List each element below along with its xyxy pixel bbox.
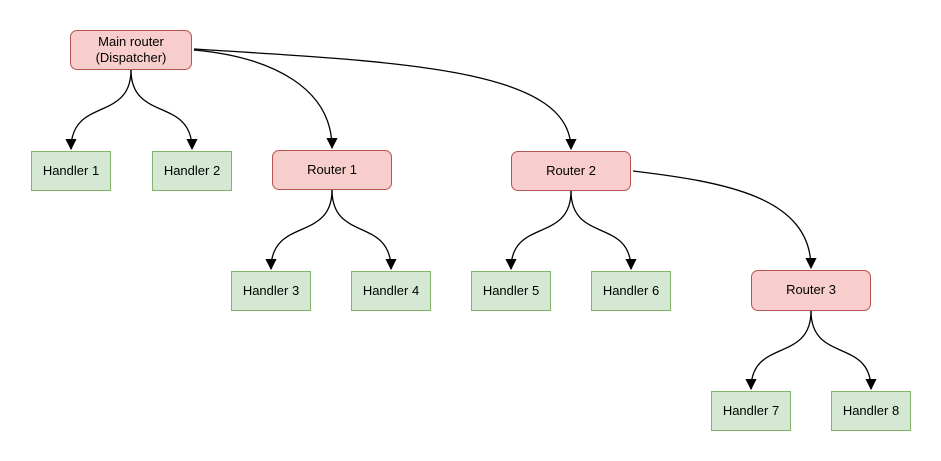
node-main-router[interactable]: Main router (Dispatcher) — [70, 30, 192, 70]
edge-router-1-to-handler-4[interactable] — [331, 189, 397, 271]
node-label: Handler 5 — [482, 282, 540, 298]
node-handler-7[interactable]: Handler 7 — [711, 391, 791, 431]
node-handler-2[interactable]: Handler 2 — [152, 151, 232, 191]
node-handler-1[interactable]: Handler 1 — [31, 151, 111, 191]
node-label: Handler 3 — [242, 282, 300, 298]
edge-router-2-to-router-3[interactable] — [632, 170, 817, 270]
node-label: Handler 4 — [362, 282, 420, 298]
node-label: Router 3 — [786, 282, 836, 298]
edge-router-3-to-handler-7[interactable] — [745, 310, 812, 391]
node-label: Handler 2 — [163, 162, 221, 178]
node-label: Router 2 — [546, 162, 596, 178]
node-label: Handler 8 — [842, 402, 900, 418]
node-handler-6[interactable]: Handler 6 — [591, 271, 671, 311]
node-router-1[interactable]: Router 1 — [272, 150, 392, 190]
node-label: Main router (Dispatcher) — [95, 33, 167, 65]
node-handler-8[interactable]: Handler 8 — [831, 391, 911, 431]
node-handler-4[interactable]: Handler 4 — [351, 271, 431, 311]
edge-main-router-to-handler-1[interactable] — [65, 69, 132, 151]
node-handler-5[interactable]: Handler 5 — [471, 271, 551, 311]
edge-router-3-to-handler-8[interactable] — [810, 310, 877, 391]
edge-router-2-to-handler-6[interactable] — [570, 190, 637, 271]
node-router-3[interactable]: Router 3 — [751, 270, 871, 311]
edge-router-1-to-handler-3[interactable] — [265, 189, 333, 271]
edge-main-router-to-router-1[interactable] — [193, 49, 338, 150]
node-handler-3[interactable]: Handler 3 — [231, 271, 311, 311]
node-label: Router 1 — [307, 161, 357, 177]
node-label: Handler 6 — [602, 282, 660, 298]
node-label: Handler 7 — [722, 402, 780, 418]
edge-router-2-to-handler-5[interactable] — [505, 190, 572, 271]
edge-main-router-to-handler-2[interactable] — [130, 69, 198, 151]
edge-main-router-to-router-2[interactable] — [193, 48, 577, 151]
node-router-2[interactable]: Router 2 — [511, 151, 631, 191]
node-label: Handler 1 — [42, 162, 100, 178]
